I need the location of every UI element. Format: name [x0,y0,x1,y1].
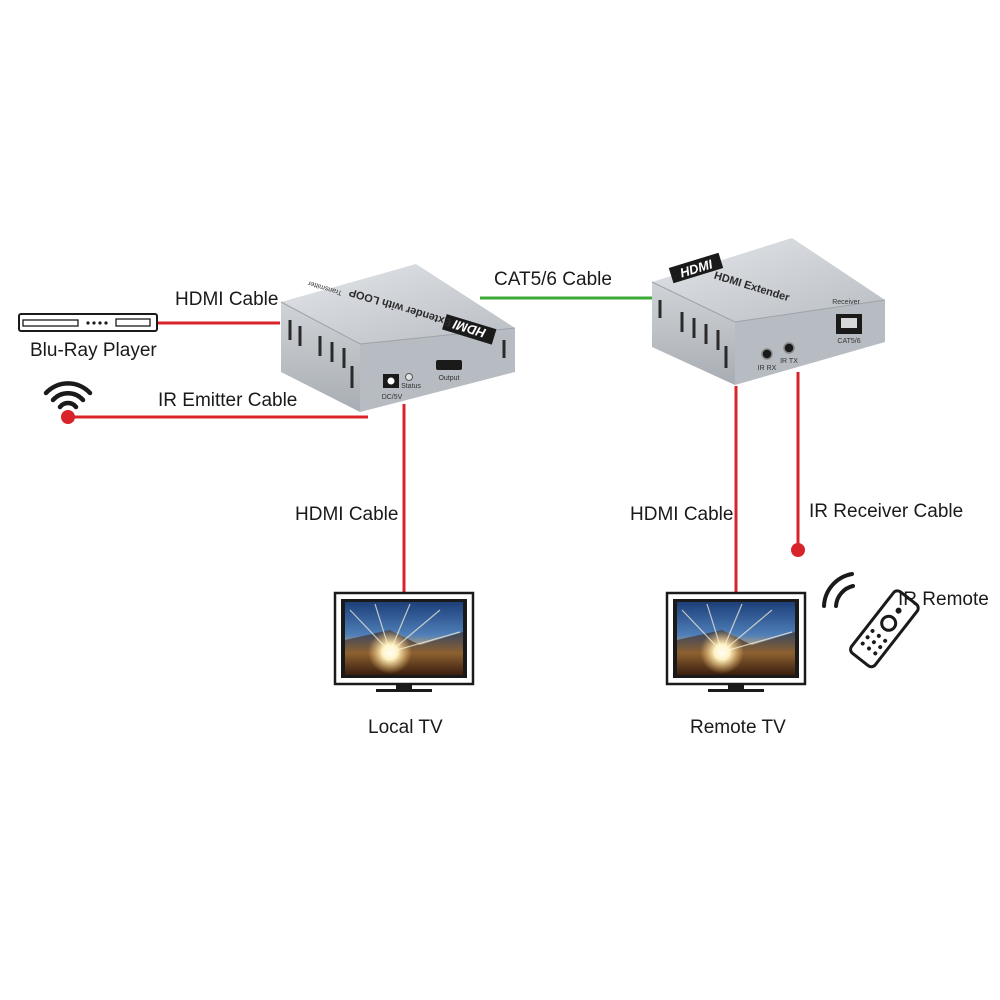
tv-icon [333,591,475,692]
signal-waves-icon [822,572,855,608]
blu-ray-player-icon [18,313,158,332]
blu-ray-player-label: Blu-Ray Player [30,340,157,361]
hdmi-cable-remote-label: HDMI Cable [630,504,733,525]
output-label: Output [438,375,459,382]
status-label: Status [401,383,421,390]
remote-tv-label: Remote TV [690,717,786,738]
remote-tv [665,591,807,692]
status-led [405,373,413,381]
ir-tx-port [783,342,795,354]
hdmi-cable-local-label: HDMI Cable [295,504,398,525]
wifi-icon [43,381,93,410]
transmitter-vents [288,320,506,388]
cat-cable-label: CAT5/6 Cable [494,269,612,290]
hdmi-cable-input-label: HDMI Cable [175,289,278,310]
remote-control-icon [822,572,920,669]
ir-rx-label: IR RX [758,365,777,372]
ir-remote-label: IR Remote [898,589,989,610]
local-tv-label: Local TV [368,717,443,738]
cat-port-label: CAT5/6 [837,338,860,345]
hdmi-output-port [436,360,462,370]
ir-tx-label: IR TX [780,358,798,365]
receiver-vents [658,300,728,368]
local-tv [333,591,475,692]
ir-receiver-dot [791,543,805,557]
receiver-device: HDMI HDMI Extender Receiver IR RX IR TX … [651,238,886,385]
receiver-role: Receiver [832,299,860,306]
ir-emitter-dot [61,410,75,424]
ir-receiver-cable-label: IR Receiver Cable [809,501,963,522]
ir-emitter-cable-label: IR Emitter Cable [158,390,297,411]
power-port-label: DC/5V [382,394,403,401]
labels: HDMI Cable Blu-Ray Player IR Emitter Cab… [30,269,989,738]
ir-rx-port [761,348,773,360]
tv-icon [665,591,807,692]
transmitter-device: HDMI Extender with LOOP Transmitter DC/5… [280,264,516,412]
cables [61,296,805,594]
